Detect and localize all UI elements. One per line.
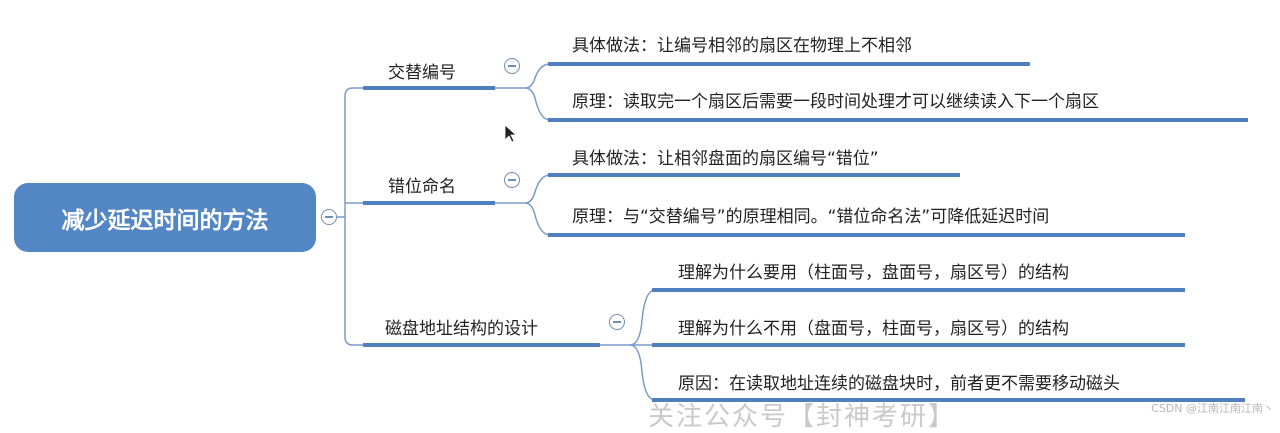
collapse-branch-icon[interactable] bbox=[504, 172, 520, 188]
branch-node-offset-naming[interactable]: 错位命名 bbox=[388, 177, 456, 197]
root-node[interactable]: 减少延迟时间的方法 bbox=[14, 183, 316, 252]
collapse-branch-icon[interactable] bbox=[609, 314, 625, 330]
leaf-node[interactable]: 理解为什么要用（柱面号，盘面号，扇区号）的结构 bbox=[678, 263, 1069, 283]
credit-watermark: CSDN @江南江南江南丶 bbox=[1151, 402, 1274, 415]
mouse-cursor-icon bbox=[504, 124, 518, 143]
leaf-node[interactable]: 具体做法：让相邻盘面的扇区编号“错位” bbox=[572, 149, 879, 169]
collapse-root-icon[interactable] bbox=[321, 209, 337, 225]
branch-node-address-structure[interactable]: 磁盘地址结构的设计 bbox=[385, 319, 538, 339]
connector-lines bbox=[337, 62, 1248, 402]
branch-node-interleave[interactable]: 交替编号 bbox=[388, 63, 456, 83]
leaf-node[interactable]: 原理：与“交替编号”的原理相同。“错位命名法”可降低延迟时间 bbox=[572, 207, 1050, 227]
leaf-node[interactable]: 具体做法：让编号相邻的扇区在物理上不相邻 bbox=[572, 36, 912, 56]
watermark: 关注公众号【封神考研】 bbox=[648, 402, 957, 432]
leaf-node[interactable]: 原理：读取完一个扇区后需要一段时间处理才可以继续读入下一个扇区 bbox=[572, 92, 1099, 112]
collapse-branch-icon[interactable] bbox=[504, 58, 520, 74]
leaf-node[interactable]: 原因：在读取地址连续的磁盘块时，前者更不需要移动磁头 bbox=[678, 374, 1120, 394]
leaf-node[interactable]: 理解为什么不用（盘面号，柱面号，扇区号）的结构 bbox=[678, 319, 1069, 339]
